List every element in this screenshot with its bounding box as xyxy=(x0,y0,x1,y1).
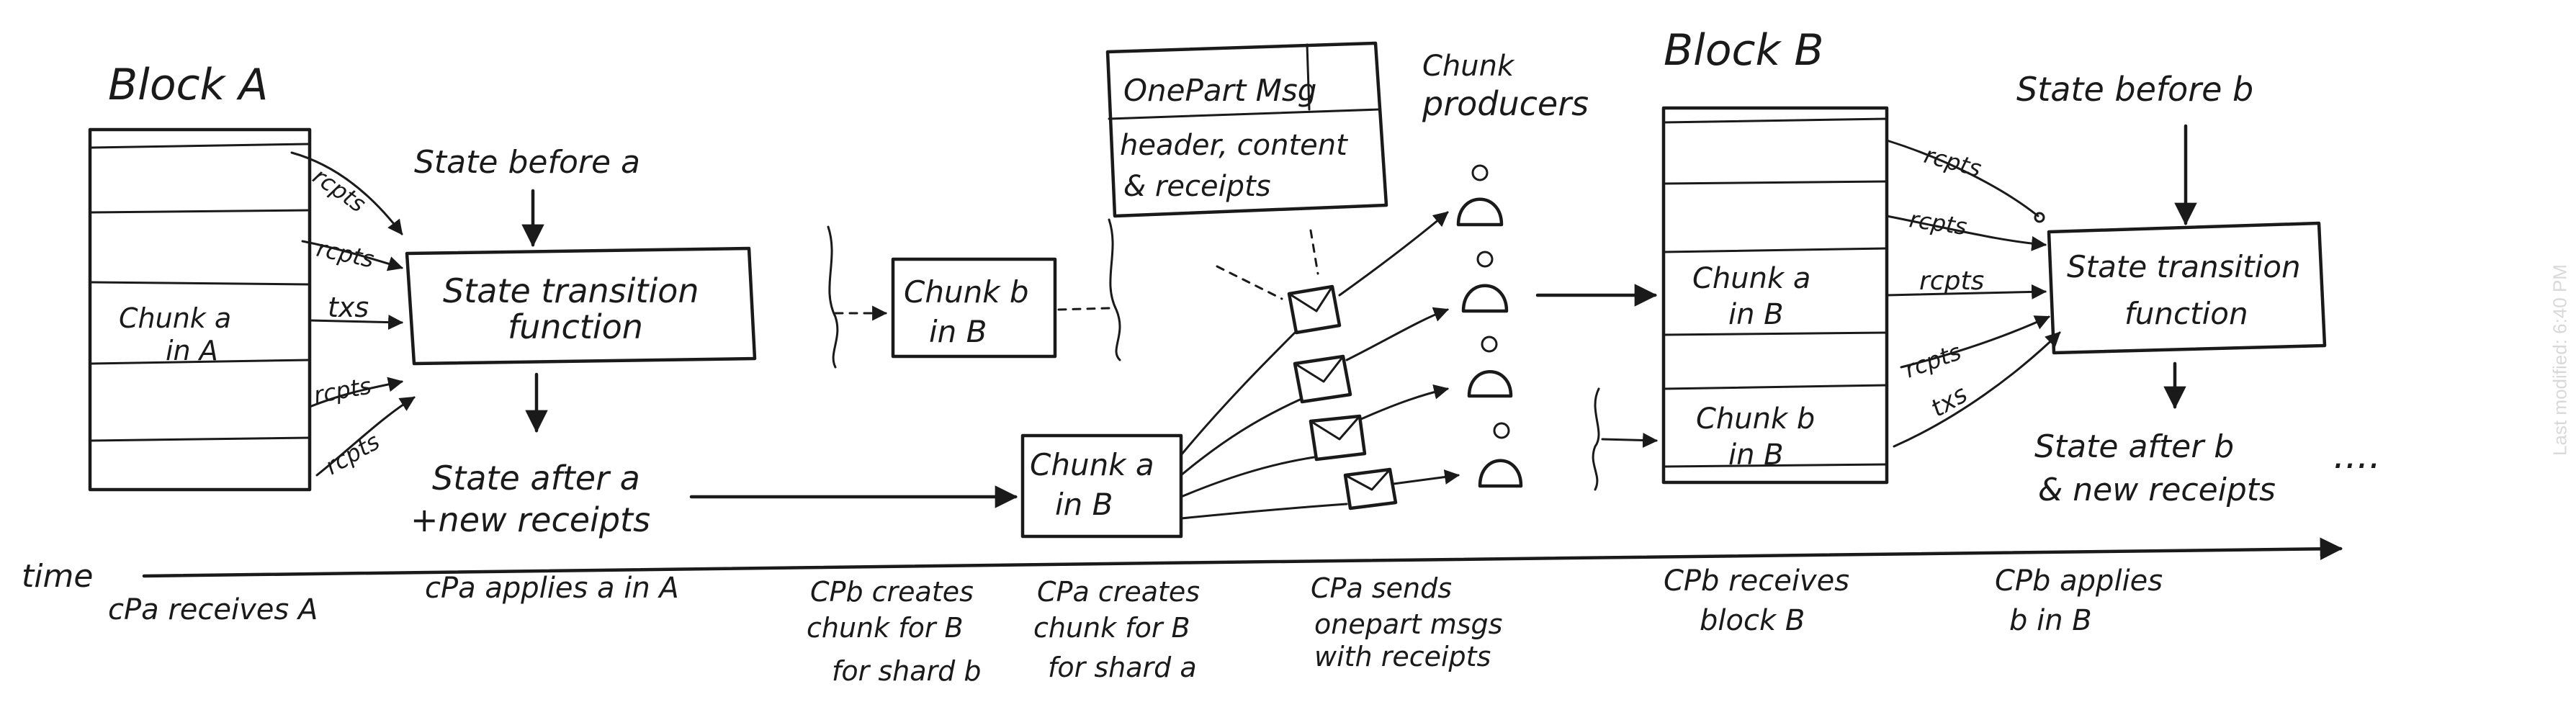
timeline-axis xyxy=(142,537,2343,578)
block-b-title: Block B xyxy=(1664,25,1824,76)
stf-a-box xyxy=(405,246,757,366)
chunk-a-in-b-2: in B xyxy=(1055,487,1113,522)
envelope-icon xyxy=(1309,414,1367,462)
chunk-a-in-b xyxy=(1020,433,1183,539)
state-before-a: State before a xyxy=(414,144,640,181)
timeline-event-2: cPa applies a in A xyxy=(425,572,679,605)
timeline-event-7-line-2: b in B xyxy=(2009,604,2092,637)
onepart-body-1: header, content xyxy=(1120,129,1348,162)
chunk-b-in-b xyxy=(891,257,1057,359)
stf-b-box xyxy=(2047,221,2327,355)
edge-a-label-5: rcpts xyxy=(320,428,385,480)
edge-b-label-2: rcpts xyxy=(1908,205,1969,240)
chunk-producers-1: Chunk xyxy=(1422,50,1515,83)
edge-b-label-4: rcpts xyxy=(1901,338,1965,383)
chunk-producers-2: producers xyxy=(1422,84,1589,123)
timeline-event-3: CPb creates chunk for B for shard b xyxy=(807,576,981,687)
state-before-b: State before b xyxy=(2016,70,2253,109)
person-icon xyxy=(1456,164,1504,227)
block-b xyxy=(1661,106,1889,485)
block-a-title: Block A xyxy=(108,60,268,110)
timeline-event-3-line-1: CPb creates xyxy=(810,576,974,608)
envelope-icon xyxy=(1343,467,1398,510)
block-a xyxy=(88,127,312,492)
edge-a-label-2: rcpts xyxy=(314,235,376,274)
person-icon xyxy=(1467,336,1513,398)
stf-b-label-2: function xyxy=(2124,296,2248,331)
timeline-event-6-line-1: CPb receives xyxy=(1664,564,1849,598)
timeline-event-6: CPb receives block B xyxy=(1664,564,1849,637)
person-icon xyxy=(1478,422,1523,488)
timeline-event-5: CPa sends onepart msgs with receipts xyxy=(1311,572,1502,672)
timeline-event-5-line-1: CPa sends xyxy=(1311,572,1452,604)
timeline-event-5-line-2: onepart msgs xyxy=(1314,608,1502,640)
timeline-event-6-line-2: block B xyxy=(1700,604,1805,637)
state-after-a-2: +new receipts xyxy=(410,500,650,539)
chunk-a-in-a-label: Chunk a xyxy=(119,302,231,334)
chunk-b-in-b-2: in B xyxy=(929,314,987,349)
block-b-chunk-a-2: in B xyxy=(1728,298,1784,331)
chunk-a-in-a-label-2: in A xyxy=(166,335,218,366)
state-after-a-1: State after a xyxy=(432,459,640,498)
person-icon xyxy=(1461,251,1509,313)
onepart-body-2: & receipts xyxy=(1123,170,1271,203)
stf-b-label-1: State transition xyxy=(2067,249,2301,284)
timeline-event-4: CPa creates chunk for B for shard a xyxy=(1033,576,1200,683)
edge-b-label-5: txs xyxy=(1926,380,1973,423)
block-b-chunk-b-2: in B xyxy=(1728,438,1784,472)
block-b-edges xyxy=(1885,139,2061,448)
state-after-b-1: State after b xyxy=(2034,428,2234,465)
timeline-event-4-line-3: for shard a xyxy=(1048,652,1197,683)
time-label: time xyxy=(22,558,93,595)
block-a-edges xyxy=(290,151,416,477)
stf-a-label-1: State transition xyxy=(443,271,699,310)
last-modified-watermark: Last modified: 6:40 PM xyxy=(2549,264,2571,456)
state-after-b-2: & new receipts xyxy=(2038,472,2276,508)
edge-b-label-1: rcpts xyxy=(1921,141,1984,182)
timeline-event-5-line-3: with receipts xyxy=(1314,641,1491,672)
timeline-event-1: cPa receives A xyxy=(108,593,318,626)
timeline-event-4-line-1: CPa creates xyxy=(1037,576,1200,608)
timeline-event-3-line-3: for shard b xyxy=(832,655,981,687)
edge-a-label-4: rcpts xyxy=(312,372,374,409)
timeline-event-3-line-2: chunk for B xyxy=(807,612,964,644)
timeline-event-4-line-2: chunk for B xyxy=(1033,612,1190,644)
onepart-title: OnePart Msg xyxy=(1123,73,1316,108)
edge-a-label-3: txs xyxy=(328,292,369,323)
onepart-msg-box xyxy=(1105,41,1388,218)
edge-a-label-1: rcpts xyxy=(308,162,371,217)
chunk-a-fanout xyxy=(1180,330,1348,520)
stf-a-label-2: function xyxy=(508,307,643,346)
envelope-icon xyxy=(1287,284,1342,335)
chunk-a-in-b-1: Chunk a xyxy=(1030,447,1154,482)
block-b-chunk-a-1: Chunk a xyxy=(1692,262,1810,295)
edge-b-label-3: rcpts xyxy=(1919,266,1984,296)
timeline-event-7: CPb applies b in B xyxy=(1995,564,2163,637)
chunk-b-in-b-1: Chunk b xyxy=(904,274,1029,310)
continuation-ellipsis: .... xyxy=(2333,434,2381,477)
timeline-event-7-line-1: CPb applies xyxy=(1995,564,2163,598)
block-b-chunk-b-1: Chunk b xyxy=(1696,402,1815,436)
envelope-icon xyxy=(1293,354,1352,404)
